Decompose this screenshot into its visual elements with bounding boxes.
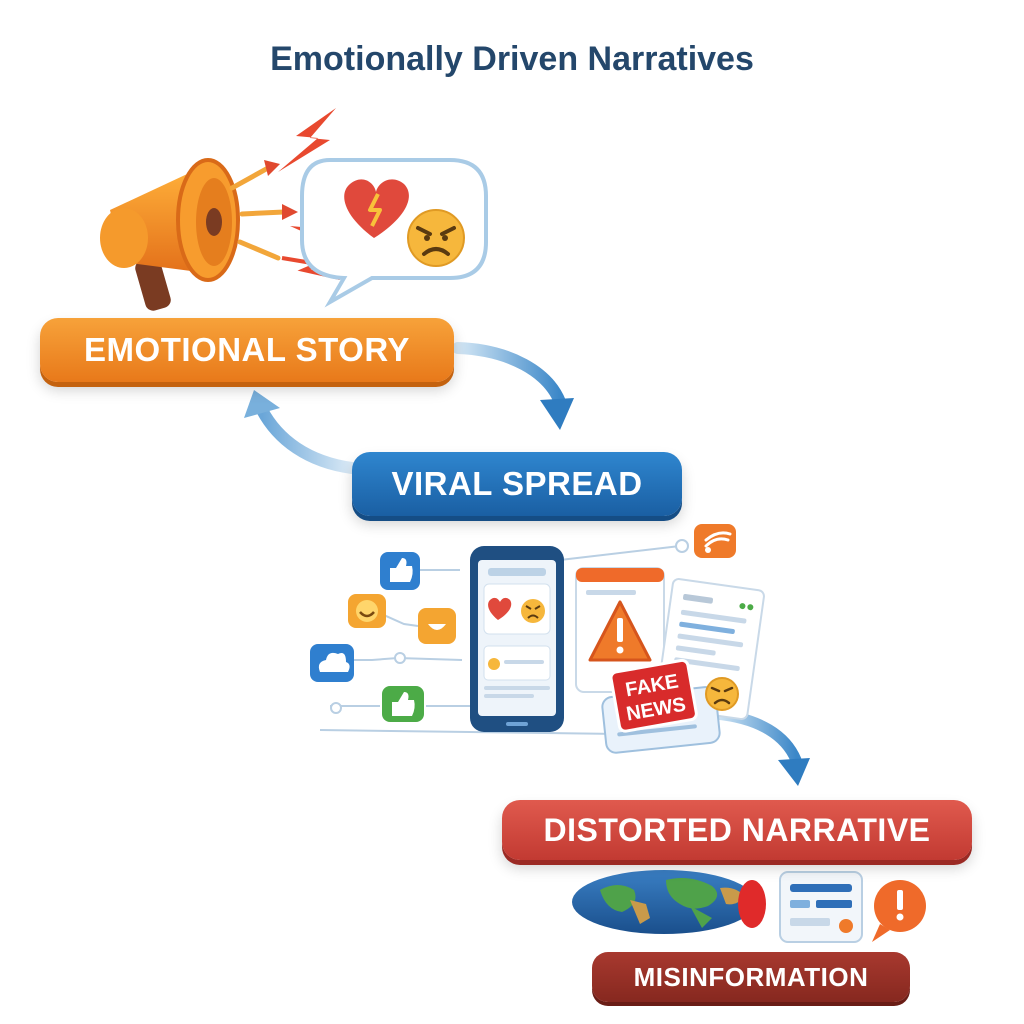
fake-news-badge (609, 658, 698, 733)
cycle-arrow-icon (244, 342, 810, 786)
cloud-icon (310, 644, 354, 682)
thumbs-up-icon (382, 686, 424, 722)
globe-map-icon (572, 870, 766, 934)
smartphone-icon (470, 546, 564, 732)
stage-viral-spread: VIRAL SPREAD (352, 452, 682, 516)
stage-emotional-story: EMOTIONAL STORY (40, 318, 454, 382)
alert-bubble-icon (872, 880, 926, 942)
id-card-icon (779, 871, 863, 943)
thumbs-up-icon (380, 552, 420, 590)
network-lines (319, 539, 689, 735)
broken-heart-icon (344, 179, 409, 238)
stage-misinformation: MISINFORMATION (592, 952, 910, 1002)
angry-face-icon (705, 677, 739, 711)
rss-icon (694, 524, 736, 558)
angry-face-icon (407, 209, 465, 267)
stage-distorted-narrative: DISTORTED NARRATIVE (502, 800, 972, 860)
warning-icon (575, 567, 665, 693)
page-title: Emotionally Driven Narratives (270, 40, 754, 78)
smiley-face-icon (348, 594, 386, 628)
smiley-face-icon (418, 608, 456, 644)
megaphone-icon (100, 158, 240, 311)
sound-wave-icon (229, 160, 298, 261)
